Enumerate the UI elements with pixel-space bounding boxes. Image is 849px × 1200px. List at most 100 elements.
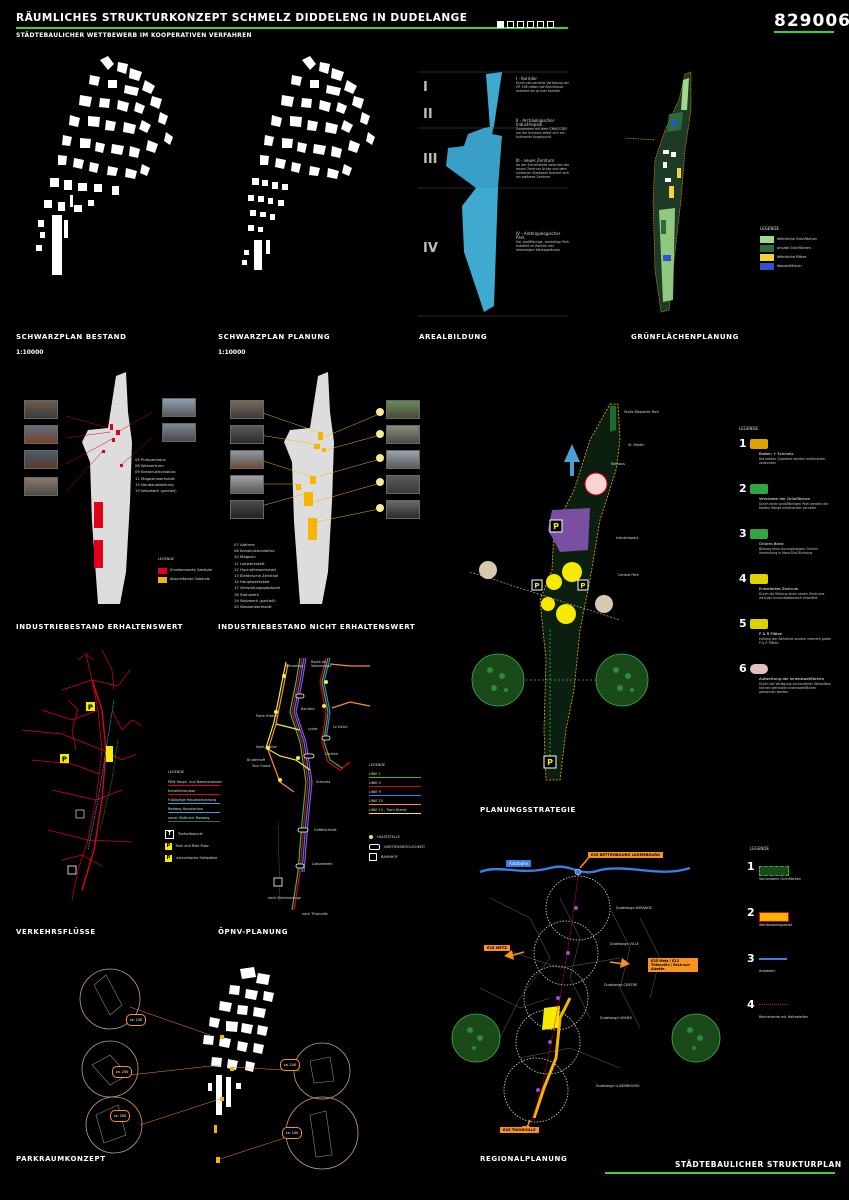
gruenflaechen-label: GRÜNFLÄCHENPLANUNG [631, 333, 739, 341]
parkraum-map [79, 967, 359, 1170]
stop-saint-gaillot: Saint Gaillot [256, 745, 277, 749]
regional-legend-number: 4 [747, 998, 755, 1011]
regional-legend-number: 3 [747, 952, 755, 965]
schwarzplan-planung-map [242, 56, 375, 270]
route-metz[interactable]: E25 METZ [484, 945, 510, 951]
stop-porte-italie: Porte d'Italie [256, 714, 278, 718]
gruen-legend-item: private Grünflächen [760, 244, 817, 253]
photo-hochofenwerkstatt [230, 475, 264, 494]
photo-magazin [230, 425, 264, 444]
entry-number: 829006 [774, 11, 849, 31]
parkraum-tag: ca. 250 [112, 1066, 132, 1078]
planungsstrategie-label: PLANUNGSSTRATEGIE [480, 806, 576, 814]
verkehr-legend-item: Radweg Hauptachse [168, 807, 220, 816]
page-box-6[interactable] [547, 21, 554, 28]
zone-2-text: Zusammen mit dem CNA/CCDD um die Schmelz… [516, 127, 567, 140]
route-bettembourg[interactable]: E25 BETTEMBOURG LUXEMBOURG [588, 852, 663, 858]
page-box-4[interactable] [527, 21, 534, 28]
route-thionville[interactable]: E25 Metz / E12 Thionville / Esch-sur-Alz… [648, 958, 698, 972]
ps-legend-text: Durch einen großflächigen Park werden di… [759, 502, 828, 510]
svg-text:P: P [547, 758, 553, 767]
verkehr-legend-item: neuer Südlicher Radweg [168, 816, 220, 825]
verkehr-legend-title: LEGENDE [168, 770, 185, 774]
photo-ateliere [230, 400, 264, 419]
gruen-legend-item: öffentliche Grünflächen [760, 235, 817, 244]
photo-walzwerk [162, 423, 196, 442]
oepnv-legend-text: LINIE 14 - Tram Dienst [369, 808, 407, 812]
stop-schmelz: Schmelz [316, 780, 331, 784]
gruen-legend-text: private Grünflächen [777, 246, 811, 251]
ps-legend-icon [750, 619, 768, 629]
page-indicator[interactable] [497, 13, 557, 32]
header-rule-right [774, 31, 834, 33]
stop-kleinmorange: nach Kleinmorange [268, 896, 301, 900]
ie-legend-swatch [158, 576, 167, 583]
ie-list-item: 19 Walzwerk (partiell) [135, 488, 177, 494]
verkehr-legend-text: Fußläufige Hauptverbindung [168, 798, 217, 802]
ine-list-item: 07 Ateliere [234, 542, 255, 547]
ine-list-item: 08 Konstruktionsbüro [234, 548, 275, 554]
gruen-legend-item: Wasserflächen [760, 262, 817, 271]
page-box-2[interactable] [507, 21, 514, 28]
gruen-legend-swatch [760, 245, 774, 252]
ie-list-item: 06 Wasserturm [135, 463, 164, 469]
verkehr-legend-text: Kreisfahrstrasse [168, 789, 196, 793]
industrie-erhaltenswert-label: INDUSTRIEBESTAND ERHALTENSWERT [16, 623, 184, 631]
gruen-legend-text: Wasserflächen [777, 264, 802, 269]
oepnv-legend-title: LEGENDE [369, 763, 386, 767]
header-rule [16, 27, 568, 29]
ie-legend-title: LEGENDE [158, 557, 175, 561]
ine-list-item: 17 Verwaltungsgebäude [234, 585, 281, 591]
page-box-5[interactable] [537, 21, 544, 28]
verkehr-legend-item: Kreisfahrstrasse [168, 789, 220, 798]
arealbildung-zone-3: III - neues Zentrum An der Schnittstelle… [516, 158, 570, 179]
photo-zentrale [230, 500, 264, 519]
stop-cantine: Cantine [325, 752, 339, 756]
stop-volmerange: Route de Volmerange [311, 660, 332, 669]
ps-legend-title: Verbinden der Grünflächen [759, 496, 811, 501]
ine-list-item: 13 Elektrische Zentrale [234, 573, 279, 579]
ine-list-item: 20 Wasserwerkstatt [234, 604, 272, 610]
oepnv-legend-text: LINIE 1 [369, 772, 381, 776]
svg-text:P: P [580, 582, 585, 590]
svg-text:P: P [534, 582, 539, 590]
ie-legend-text: Erhaltenswerte Gebäude [170, 568, 213, 573]
regional-label: REGIONALPLANUNG [480, 1155, 568, 1163]
verkehr-symbol-text: Park and Ride Platz [176, 843, 209, 848]
verkehr-legend-line [168, 794, 220, 795]
ps-legend-text: Die beiden Quartiere werden miteinander … [759, 457, 826, 465]
verkehr-symbol: P [165, 854, 172, 862]
page-title: RÄUMLICHES STRUKTURKONZEPT SCHMELZ DIDDE… [16, 12, 468, 24]
ine-list-item: 14 Hauptwerkstatt [234, 579, 270, 585]
arealbildung-numeral-2: II [423, 107, 433, 122]
ps-legend-number: 3 [739, 527, 747, 540]
svg-text:P: P [88, 704, 93, 712]
verkehr-symbol-item: P Park and Ride Platz [165, 840, 217, 852]
oepnv-legend-line [369, 813, 421, 814]
photo-magazinwerkstatt [24, 477, 58, 496]
route-bottom[interactable]: E25 THIONVILLE [500, 1127, 539, 1133]
zone-4-title: IV - Anthropologischer Park [516, 231, 561, 241]
station-luxembourg: Dudelange LUXEMBOURG [596, 1084, 640, 1088]
oepnv-legend-text: LINIE 4 [369, 781, 381, 785]
gruen-legend-swatch [760, 236, 774, 243]
regional-map [451, 855, 721, 1134]
place-central-park: Central Park [618, 573, 639, 577]
ps-legend-text: Entlang der Bahnlinie wurden mehrere gro… [759, 637, 831, 645]
parkraum-tag: ca. 130 [126, 1014, 146, 1026]
ps-legend-number: 6 [739, 662, 747, 675]
verkehr-legend-line [168, 785, 220, 786]
oepnv-symbol [369, 835, 373, 839]
oepnv-legend-text: LINIE 10 [369, 799, 383, 803]
oepnv-legend-item: LINIE 4 [369, 781, 421, 790]
verkehr-symbol: P [165, 842, 172, 850]
industrie-nicht-erhaltenswert-label: INDUSTRIEBESTAND NICHT ERHALTENSWERT [218, 623, 416, 631]
oepnv-legend-item: LINIE 14 - Tram Dienst [369, 808, 421, 817]
gruen-legend-swatch [760, 263, 774, 270]
page-box-1[interactable] [497, 21, 504, 28]
page-box-3[interactable] [517, 21, 524, 28]
oepnv-legend-item: LINIE 10 [369, 799, 421, 808]
svg-text:P: P [62, 756, 67, 764]
